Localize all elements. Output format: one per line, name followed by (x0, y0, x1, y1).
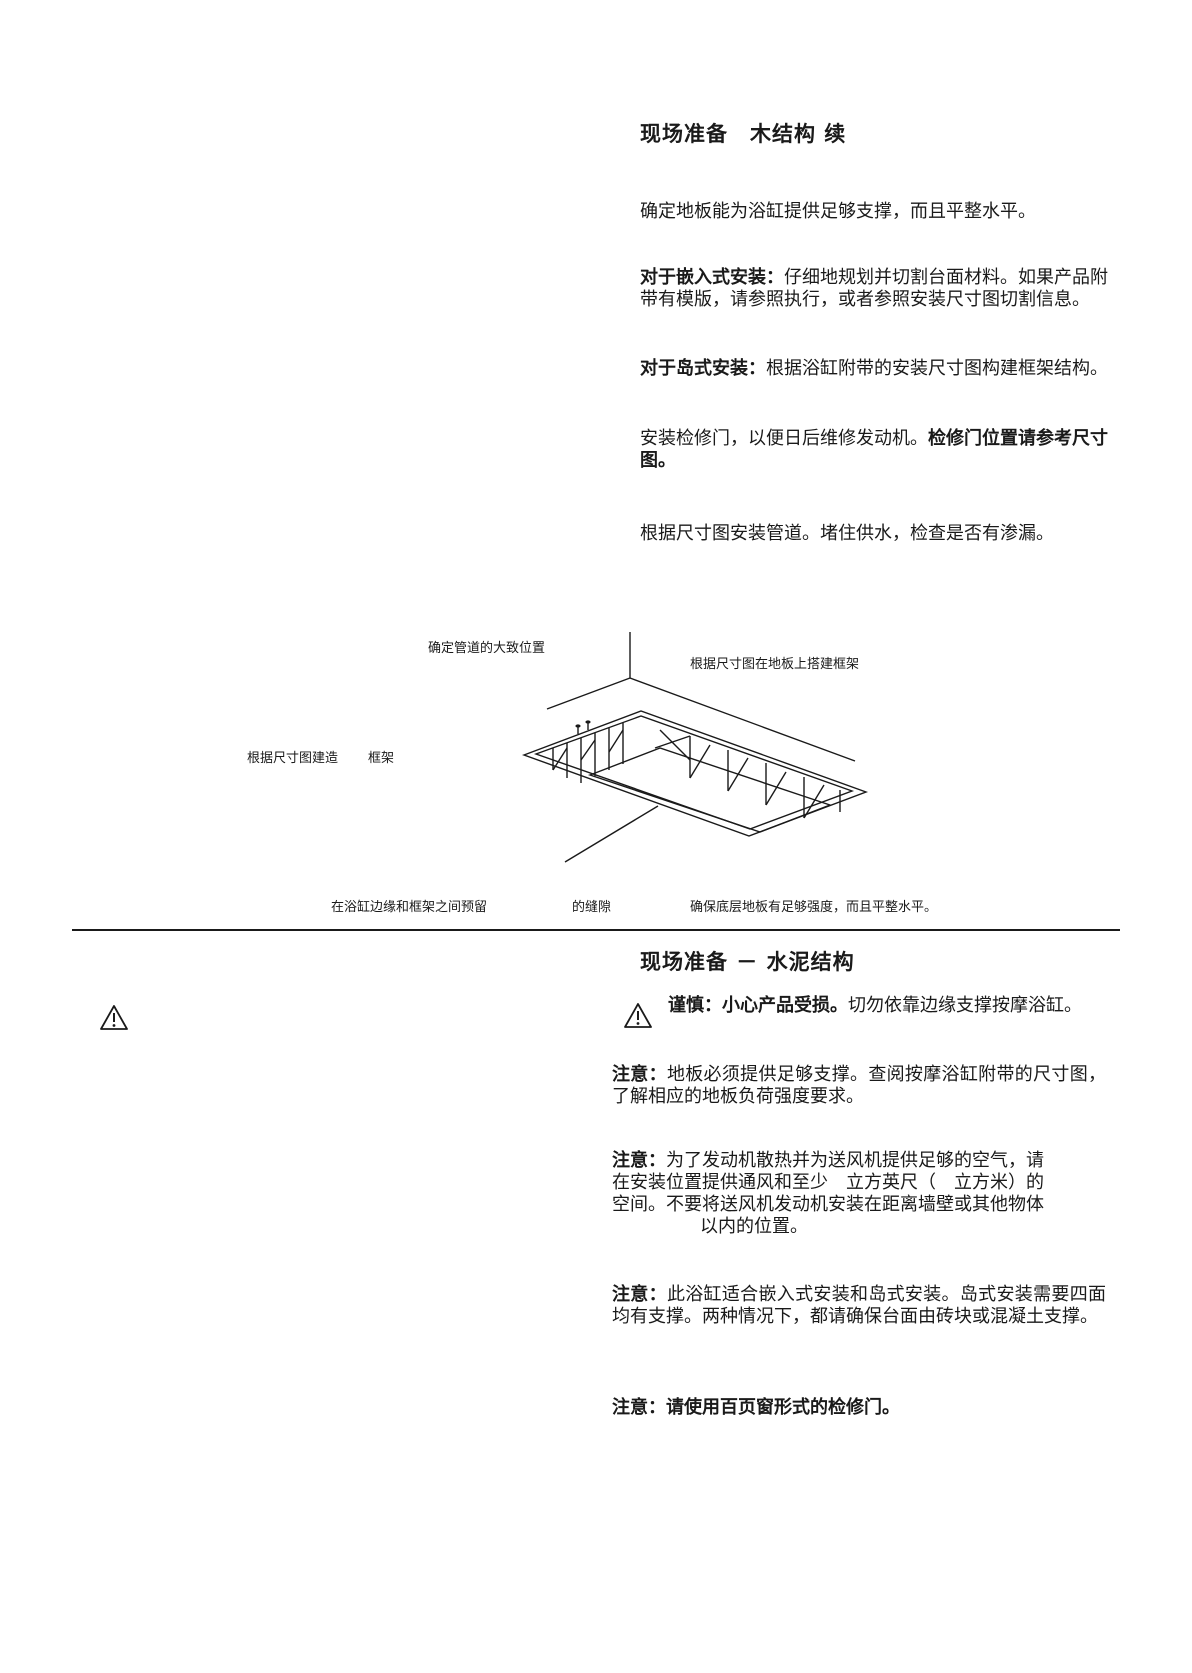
warning-triangle-icon (99, 1004, 129, 1031)
frame-studs (552, 723, 841, 818)
note-ventilation: 注意：为了发动机散热并为送风机提供足够的空气，请 在安装位置提供通风和至少 立方… (612, 1150, 1106, 1238)
note-install-types: 注意：此浴缸适合嵌入式安装和岛式安装。岛式安装需要四面均有支撑。两种情况下，都请… (612, 1284, 1106, 1328)
wood-paragraph-island: 对于岛式安装：根据浴缸附带的安装尺寸图构建框架结构。 (640, 358, 1108, 380)
wall-edge-right (629, 677, 856, 762)
figure-label-gap-b: 的缝隙 (572, 900, 612, 915)
caution-body: 切勿依靠边缘支撑按摩浴缸。 (848, 995, 1082, 1016)
note4-lead: 注意： (612, 1397, 666, 1418)
note-louvered-door: 注意：请使用百页窗形式的检修门。 (612, 1397, 1106, 1419)
note2-line3: 空间。不要将送风机发动机安装在距离墙壁或其他物体 (612, 1194, 1044, 1215)
wood-paragraph-recessed: 对于嵌入式安装：仔细地规划并切割台面材料。如果产品附带有模版，请参照执行，或者参… (640, 267, 1108, 311)
figure-label-frame-left-b: 框架 (368, 751, 395, 766)
island-install-body: 根据浴缸附带的安装尺寸图构建框架结构。 (766, 358, 1108, 379)
recessed-install-body: 仔细地规划并切割台面材料。如果产品附带有模版，请参照执行，或者参照安装尺寸图切割… (640, 267, 1108, 310)
figure-label-frame-left-a: 根据尺寸图建造 (247, 751, 339, 766)
wood-paragraph-access-door: 安装检修门，以便日后维修发动机。检修门位置请参考尺寸图。 (640, 428, 1108, 472)
frame-pit-floor (587, 747, 833, 833)
caution-paragraph: 谨慎：小心产品受损。切勿依靠边缘支撑按摩浴缸。 (668, 995, 1106, 1017)
note2-line2: 在安装位置提供通风和至少 立方英尺（ 立方米）的 (612, 1172, 1044, 1193)
note2-lead: 注意： (612, 1150, 666, 1171)
figure-label-build-frame: 根据尺寸图在地板上搭建框架 (690, 657, 860, 672)
access-door-body: 安装检修门，以便日后维修发动机。 (640, 428, 928, 449)
floor-opening (521, 710, 869, 837)
leader-line-gap (564, 805, 659, 863)
wood-paragraph-plumbing: 根据尺寸图安装管道。堵住供水，检查是否有渗漏。 (640, 523, 1054, 544)
note4-body: 请使用百页窗形式的检修门。 (666, 1397, 900, 1418)
figure-label-gap-a: 在浴缸边缘和框架之间预留 (331, 900, 488, 915)
note3-body: 此浴缸适合嵌入式安装和岛式安装。岛式安装需要四面均有支撑。两种情况下，都请确保台… (612, 1284, 1107, 1327)
wall-edge-left (546, 677, 631, 710)
frame-braces (552, 729, 825, 819)
wood-paragraph-floor: 确定地板能为浴缸提供足够支撑，而且平整水平。 (640, 201, 1036, 222)
section-title-concrete: 现场准备 － 水泥结构 (640, 950, 855, 974)
access-door-bold: 检修门位置请参考尺寸图。 (640, 428, 1108, 471)
caution-triangle-icon (623, 1002, 653, 1029)
caution-lead: 谨慎：小心产品受损。 (668, 995, 848, 1016)
note2-line1: 为了发动机散热并为送风机提供足够的空气，请 (666, 1150, 1044, 1171)
island-install-lead: 对于岛式安装： (640, 358, 766, 379)
figure-label-subfloor: 确保底层地板有足够强度，而且平整水平。 (690, 900, 938, 915)
note3-lead: 注意： (612, 1284, 667, 1305)
section-divider (72, 929, 1120, 931)
figure-label-pipes: 确定管道的大致位置 (428, 641, 546, 656)
pipe-caps (575, 720, 591, 728)
note2-line4: 以内的位置。 (700, 1216, 808, 1237)
note1-body: 地板必须提供足够支撑。查阅按摩浴缸附带的尺寸图，了解相应的地板负荷强度要求。 (612, 1064, 1107, 1107)
note1-lead: 注意： (612, 1064, 667, 1085)
section-title-wood: 现场准备 木结构 续 (640, 122, 847, 146)
recessed-install-lead: 对于嵌入式安装： (640, 267, 784, 288)
note-floor-support: 注意：地板必须提供足够支撑。查阅按摩浴缸附带的尺寸图，了解相应的地板负荷强度要求… (612, 1064, 1106, 1108)
